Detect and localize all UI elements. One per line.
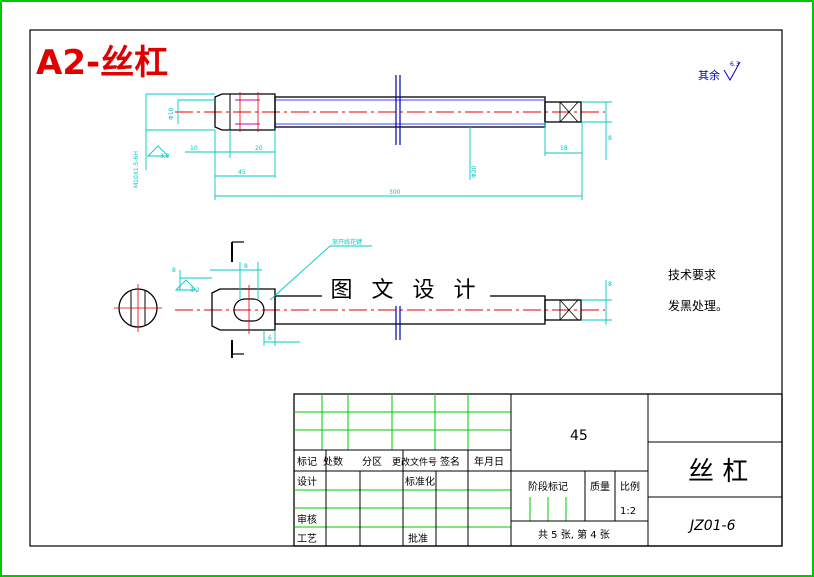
rev-header-3: 更改文件号 [392,456,437,468]
bottom-dimensions [174,245,612,346]
dim-thread: M10X1.5-6H [133,151,140,188]
rev-header-5: 年月日 [474,455,504,468]
surface-finish-symbol: 其余 6.3 [698,61,741,82]
dim-8d: 8 [608,281,612,288]
rev-header-4: 签名 [440,455,460,468]
bottom-view [114,241,605,358]
standard-label: 标准化 [405,475,435,488]
dim-8a: 8 [608,135,612,142]
drawing-number: JZ01-6 [687,518,736,534]
weight-label: 质量 [590,481,610,493]
dim-left-dia: Φ10 [168,107,175,120]
sheet-info: 共 5 张, 第 4 张 [538,528,610,541]
dim-6: 6 [268,335,272,342]
dim-8c: 8 [244,263,248,270]
top-right-end [544,101,582,123]
design-label: 设计 [297,475,317,488]
rev-header-0: 标记 [297,456,317,468]
scale-label: 比例 [620,480,640,493]
top-dimensions [145,93,612,200]
dim-shaft-dia: Φ20 [471,165,478,178]
section-note: 渐开线花键 [332,238,362,246]
dim-45: 45 [238,169,246,176]
top-view [175,75,605,145]
material-value: 45 [570,428,588,444]
stage-label: 阶段标记 [528,480,568,493]
tech-req-line1: 发黑处理。 [668,298,728,313]
process-label: 工艺 [297,533,317,545]
review-label: 审核 [297,513,317,526]
roughness-a: 3.2 [160,153,170,160]
dim-20: 20 [255,145,263,152]
roughness-b: 3.2 [190,287,200,294]
svg-text:其余: 其余 [698,68,720,82]
scale-value: 1:2 [620,506,636,517]
dim-10: 10 [190,145,198,152]
approve-label: 批准 [408,532,428,545]
rev-header-1: 处数 [323,455,343,468]
part-name: 丝 杠 [688,457,748,487]
title-block [293,393,783,547]
watermark-label: 图 文 设 计 [322,270,490,306]
bottom-right-end [544,299,582,321]
dim-18: 18 [560,145,568,152]
tech-req-heading: 技术要求 [668,268,716,282]
dim-300: 300 [389,189,401,196]
drawing-title: A2-丝杠 [36,43,168,83]
dim-8b: 8 [172,267,176,274]
svg-text:6.3: 6.3 [730,61,740,68]
rev-header-2: 分区 [362,456,382,468]
